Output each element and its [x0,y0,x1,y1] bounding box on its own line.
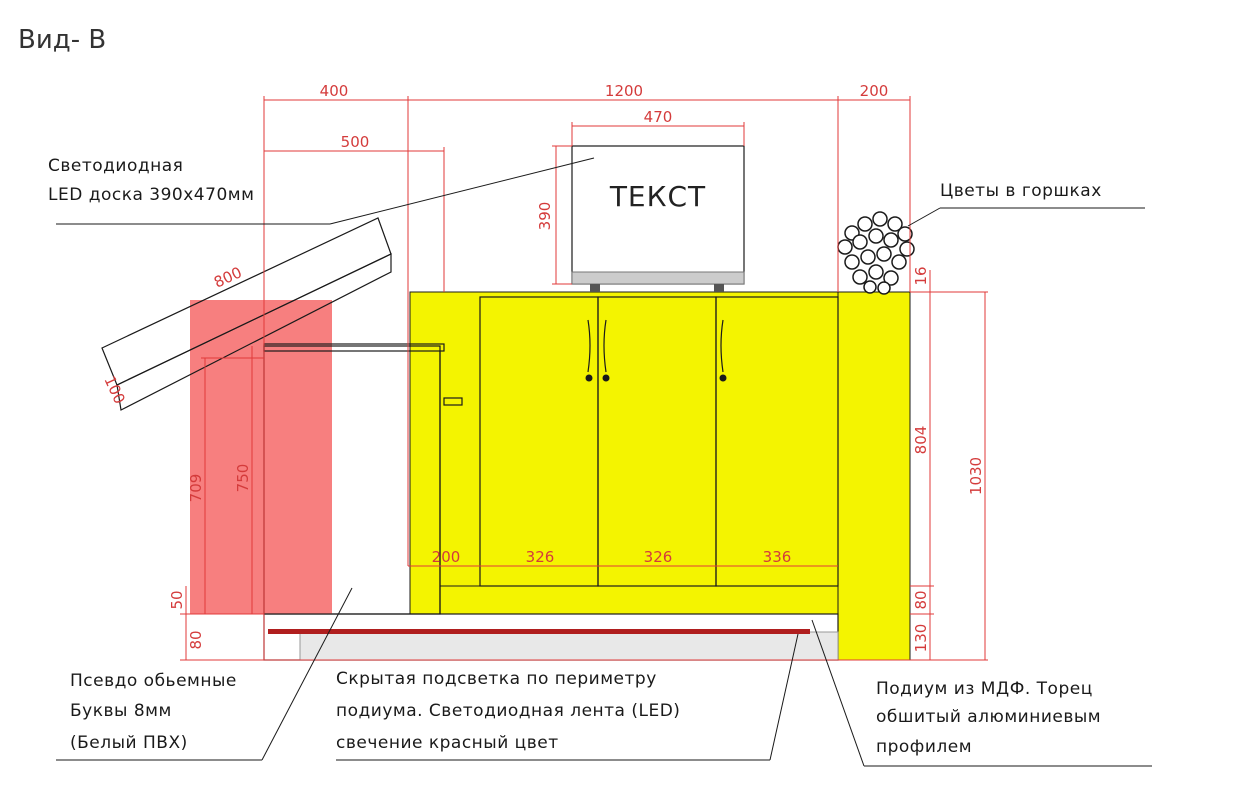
dim-desk-750: 750 [234,464,252,493]
dim-top-center: 1200 [605,82,643,100]
dim-right-80: 80 [912,590,930,609]
dim-right-1030: 1030 [967,457,985,495]
dim-base-50: 50 [168,590,186,609]
dim-slope-thickness: 100 [100,373,128,407]
door-handle-icon [585,319,593,382]
label-podium-3: профилем [876,737,972,757]
label-led-board-1: Светодиодная [48,156,183,176]
brand-text: Tourist info [330,372,377,600]
dim-top-right: 200 [860,82,889,100]
label-letters-3: (Белый ПВХ) [70,733,188,753]
door-handle-icon [602,319,610,382]
dim-right-130: 130 [912,624,930,653]
label-lighting-1: Скрытая подсветка по периметру [336,669,657,689]
label-led-board-2: LED доска 390х470мм [48,185,254,205]
dimension-lines [180,96,988,661]
led-strip [268,629,810,634]
dim-cab-336: 336 [763,548,792,566]
label-letters-1: Псевдо обьемные [70,671,237,691]
flower-icon [837,211,915,295]
dim-board-width: 470 [644,108,673,126]
label-podium-1: Подиум из МДФ. Торец [876,679,1093,699]
dim-cab-326a: 326 [526,548,555,566]
label-letters-2: Буквы 8мм [70,701,172,721]
label-lighting-3: свечение красный цвет [336,733,559,753]
dim-slope-length: 800 [211,263,245,291]
label-lighting-2: подиума. Светодиодная лента (LED) [336,701,680,721]
dim-board-height: 390 [536,202,554,231]
dim-inner-500: 500 [341,133,370,151]
board-text: ТЕКСТ [609,180,706,213]
yellow-cabinet [409,291,911,661]
cabinet-door [715,296,839,587]
dim-right-804: 804 [912,426,930,455]
label-podium-2: обшитый алюминиевым [876,707,1101,727]
door-handle-icon [719,319,727,382]
label-flowers: Цветы в горшках [940,181,1102,201]
dim-desk-709: 709 [187,474,205,503]
dim-base-80: 80 [187,630,205,649]
leader-lines [56,157,1152,767]
dim-right-16: 16 [912,266,930,285]
pink-desk: Tourist info [101,217,445,615]
view-title: Вид- В [18,25,106,55]
dim-top-left: 400 [320,82,349,100]
dim-cab-200: 200 [432,548,461,566]
podium [263,613,839,661]
dim-cab-326b: 326 [644,548,673,566]
led-board: ТЕКСТ [571,145,745,292]
